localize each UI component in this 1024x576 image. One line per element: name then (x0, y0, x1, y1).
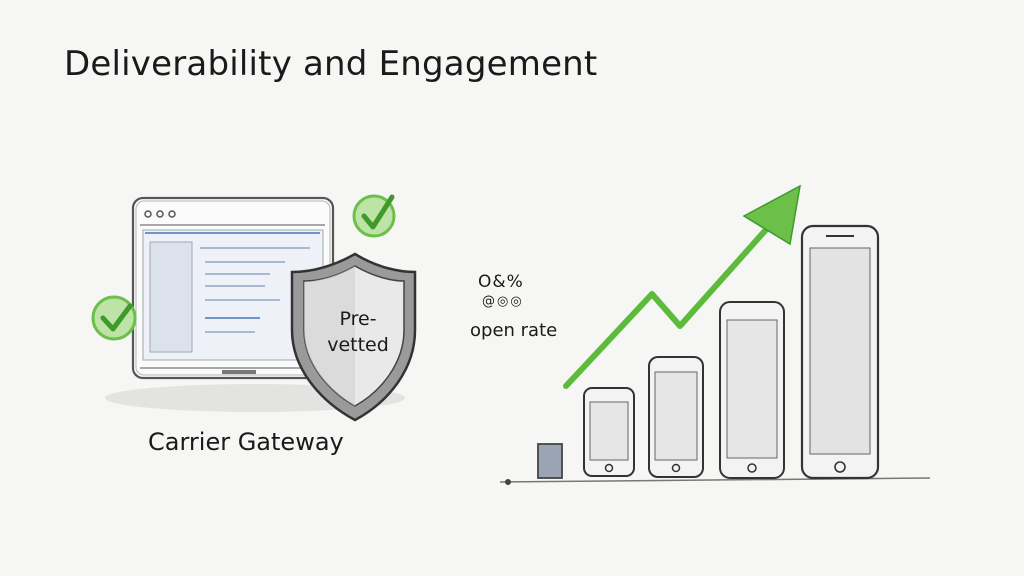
small-block (537, 443, 563, 479)
carrier-gateway-label: Carrier Gateway (148, 428, 344, 456)
shield-label-line2: vetted (327, 334, 389, 356)
open-rate-scribble: @◎◎ (482, 294, 524, 309)
open-rate-value: O&% (478, 272, 524, 292)
shield-label: Pre- vetted (322, 306, 394, 358)
trend-arrow-icon (563, 184, 802, 389)
baseline-dot (505, 479, 511, 485)
shield-icon (290, 252, 417, 422)
page-title: Deliverability and Engagement (64, 44, 598, 84)
shield-label-line1: Pre- (339, 308, 377, 330)
checkmark-icon (352, 194, 396, 238)
phone-icon (800, 224, 880, 480)
phone-icon (719, 301, 785, 479)
phone-icon (583, 387, 635, 477)
phone-icon (648, 356, 704, 478)
open-rate-label: open rate (470, 320, 558, 341)
checkmark-icon (91, 295, 137, 341)
